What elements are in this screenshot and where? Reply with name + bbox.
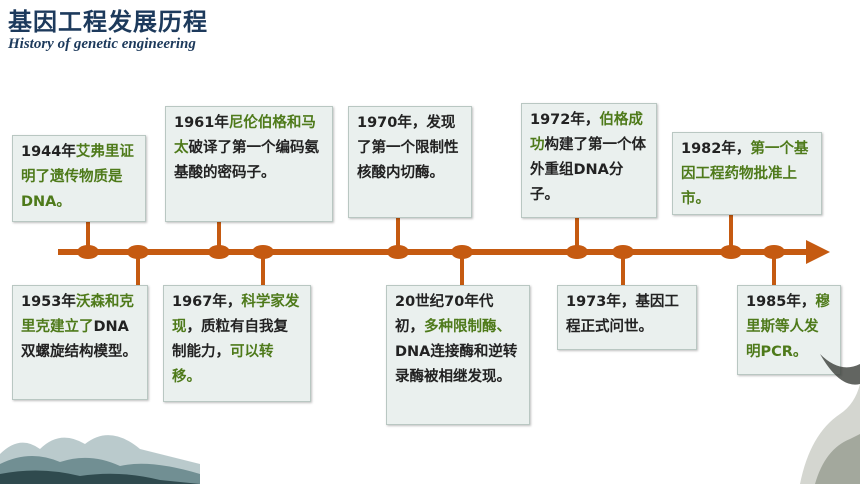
event-text: DNA双螺旋结构模型。	[21, 319, 137, 360]
event-year: 1944年	[21, 144, 76, 160]
timeline-stem	[217, 222, 221, 248]
event-text: ，质粒有自我复制能力，	[172, 319, 288, 360]
timeline-stem	[621, 255, 625, 285]
event-card-1982: 1982年，第一个基因工程药物批准上市。	[672, 132, 822, 215]
event-highlight: 尼伦伯格和马太	[174, 115, 316, 156]
timeline-arrow-icon	[806, 240, 830, 264]
event-card-1970s: 20世纪70年代初，多种限制酶、 DNA连接酶和逆转录酶被相继发现。	[386, 285, 530, 425]
event-text: 破译了第一个编码氨基酸的密码子。	[174, 140, 319, 181]
timeline-dot	[252, 245, 274, 259]
event-card-1967: 1967年，科学家发现，质粒有自我复制能力，可以转移。	[163, 285, 311, 402]
event-year: 1972年，	[530, 112, 600, 128]
timeline-dot	[612, 245, 634, 259]
event-text: 1973年，基因工程正式问世。	[566, 294, 679, 335]
timeline-dot	[208, 245, 230, 259]
timeline-dot	[127, 245, 149, 259]
timeline-line	[58, 249, 810, 255]
event-highlight: 多种限制酶、	[424, 319, 511, 335]
timeline-dot	[387, 245, 409, 259]
timeline-dot	[77, 245, 99, 259]
event-highlight-2: 可以转移。	[172, 344, 274, 385]
page-subtitle: History of genetic engineering	[8, 36, 196, 52]
event-text: DNA连接酶和逆转录酶被相继发现。	[395, 344, 518, 385]
event-card-1961: 1961年尼伦伯格和马太破译了第一个编码氨基酸的密码子。	[165, 106, 333, 222]
event-highlight: 第一个基因工程药物批准上市。	[681, 141, 809, 207]
timeline-stem	[575, 218, 579, 248]
event-highlight: 沃森和克里克建立了	[21, 294, 134, 335]
event-highlight: 伯格成功	[530, 112, 643, 153]
event-card-1970: 1970年，发现了第一个限制性核酸内切酶。	[348, 106, 472, 218]
timeline-dot	[720, 245, 742, 259]
timeline-stem	[86, 222, 90, 248]
timeline-stem	[772, 255, 776, 285]
page-title: 基因工程发展历程	[8, 8, 208, 36]
timeline-stem	[460, 255, 464, 285]
event-year: 1961年	[174, 115, 229, 131]
timeline-stem	[396, 218, 400, 248]
timeline-stem	[261, 255, 265, 285]
timeline-stem	[729, 215, 733, 248]
timeline-stem	[136, 255, 140, 285]
timeline-dot	[566, 245, 588, 259]
event-year: 1982年，	[681, 141, 751, 157]
event-highlight: 艾弗里证明了遗传物质是DNA。	[21, 144, 134, 210]
landscape-decoration	[0, 435, 200, 484]
ink-decoration	[800, 354, 860, 484]
event-year: 1953年	[21, 294, 76, 310]
timeline-dot	[763, 245, 785, 259]
event-year: 20世纪70年代初，	[395, 294, 494, 335]
event-highlight: 科学家发现	[172, 294, 300, 335]
event-year: 1967年，	[172, 294, 242, 310]
event-card-1944: 1944年艾弗里证明了遗传物质是DNA。	[12, 135, 146, 222]
event-year: 1985年，	[746, 294, 816, 310]
event-highlight: 穆里斯等人发明PCR。	[746, 294, 830, 360]
event-text: 构建了第一个体外重组DNA分子。	[530, 137, 646, 203]
event-card-1953: 1953年沃森和克里克建立了DNA双螺旋结构模型。	[12, 285, 148, 400]
event-card-1972: 1972年，伯格成功构建了第一个体外重组DNA分子。	[521, 103, 657, 218]
event-card-1973: 1973年，基因工程正式问世。	[557, 285, 697, 350]
event-text: 1970年，发现了第一个限制性核酸内切酶。	[357, 115, 459, 181]
timeline-dot	[451, 245, 473, 259]
